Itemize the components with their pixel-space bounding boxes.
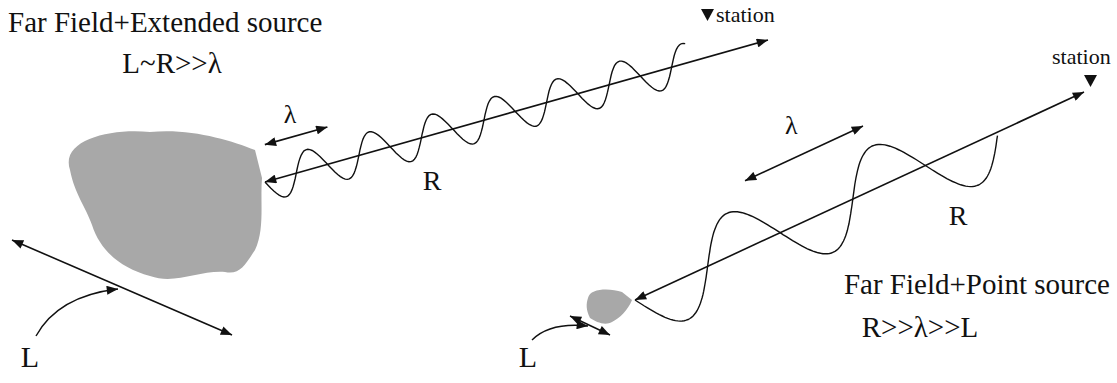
distance-arrow xyxy=(635,92,1084,300)
wavelength-arrow xyxy=(265,127,328,145)
distance-arrow xyxy=(265,40,768,182)
size-label: L xyxy=(519,342,537,372)
point-source-blob xyxy=(587,290,632,324)
wavelength-label: λ xyxy=(284,102,297,128)
distance-label: R xyxy=(423,167,442,195)
condition-label: L~R>>λ xyxy=(122,49,222,78)
station-symbol xyxy=(1084,75,1097,87)
condition-label: R>>λ>>L xyxy=(862,313,979,342)
wavelength-label: λ xyxy=(785,113,798,139)
size-arrow xyxy=(12,240,232,335)
station-symbol xyxy=(701,9,714,21)
wave-curve xyxy=(265,43,685,197)
extended-source-blob xyxy=(69,131,262,279)
leader-line xyxy=(532,325,588,340)
heading-label: Far Field+Extended source xyxy=(8,8,322,37)
distance-label: R xyxy=(949,202,968,230)
station-label: station xyxy=(716,4,775,26)
station-label: station xyxy=(1052,46,1111,68)
heading-label: Far Field+Point source xyxy=(844,270,1110,299)
wavelength-arrow xyxy=(745,126,863,181)
leader-line xyxy=(36,289,118,336)
size-label: L xyxy=(21,342,39,372)
